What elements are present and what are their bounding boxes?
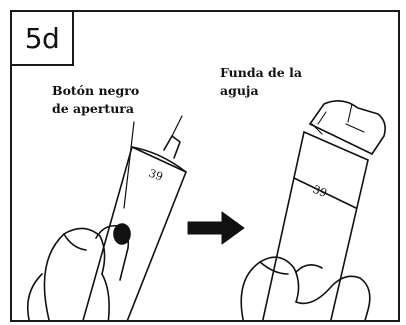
- pen-removal-illustration: 39: [26, 100, 386, 320]
- step-number: 5d: [24, 21, 60, 55]
- opening-button-dot: [113, 223, 131, 245]
- svg-text:39: 39: [147, 167, 165, 184]
- svg-text:39: 39: [311, 183, 329, 200]
- callout-opening-button: Botón negro de apertura: [52, 82, 139, 118]
- callout-opening-button-line2: de apertura: [52, 101, 134, 116]
- callout-opening-button-line1: Botón negro: [52, 83, 140, 98]
- right-arrow-icon: [187, 211, 245, 245]
- callout-needle-cap: Funda de la aguja: [220, 64, 302, 100]
- pen-left: 39: [26, 115, 187, 320]
- callout-needle-cap-line2: aguja: [220, 83, 259, 98]
- instruction-panel: 39: [10, 10, 400, 322]
- step-number-box: 5d: [12, 12, 74, 66]
- pen-right: 39: [240, 100, 386, 320]
- callout-needle-cap-line1: Funda de la: [220, 65, 302, 80]
